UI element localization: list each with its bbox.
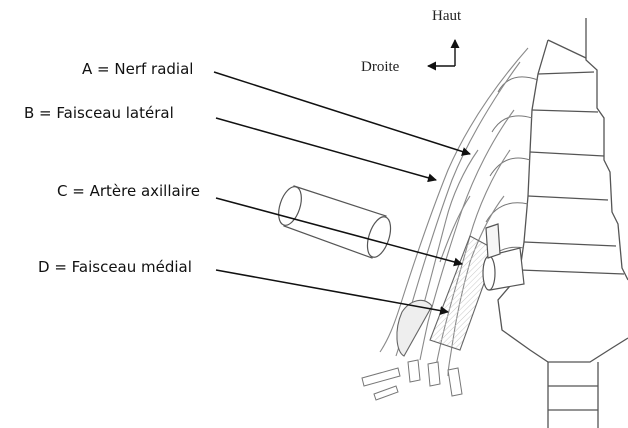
leader-line-a	[214, 72, 470, 154]
detached-vessel-segment	[274, 184, 395, 260]
label-b-faisceau-lateral: B = Faisceau latéral	[24, 104, 174, 122]
label-a-nerf-radial: A = Nerf radial	[82, 60, 193, 78]
axillary-artery	[397, 236, 496, 356]
vessel-stump	[483, 224, 524, 290]
orientation-right-label: Droite	[361, 59, 399, 76]
vertebral-column	[498, 18, 628, 428]
leader-line-b	[216, 118, 436, 180]
label-c-artere-axillaire: C = Artère axillaire	[57, 182, 200, 200]
orientation-arrows	[428, 40, 455, 66]
leader-line-d	[216, 270, 448, 312]
cut-ends	[362, 360, 462, 400]
orientation-up-label: Haut	[432, 8, 461, 25]
label-d-faisceau-medial: D = Faisceau médial	[38, 258, 192, 276]
